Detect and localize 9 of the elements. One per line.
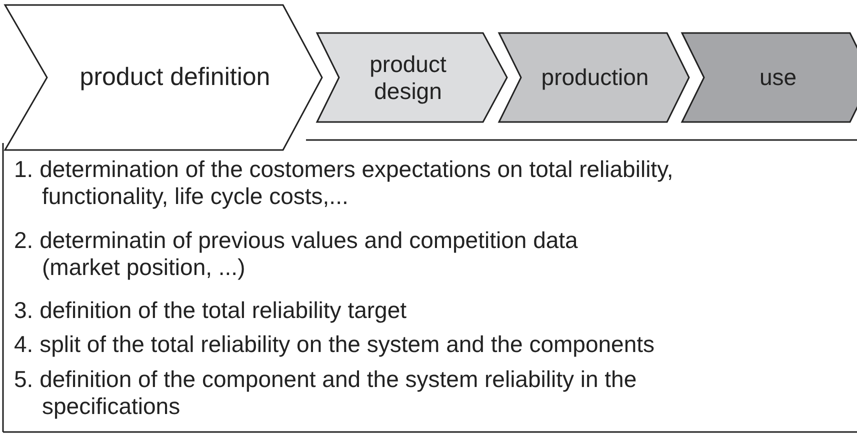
list-item: 2. determinatin of previous values and competition data (market position, ...)	[14, 227, 579, 281]
process-step: use	[682, 33, 857, 122]
list-item: 5. definition of the component and the system reliability in the specifications	[14, 366, 638, 420]
process-step: product definition	[5, 5, 322, 150]
list-item: 3. definition of the total reliability target	[14, 297, 408, 324]
process-step: product design	[317, 33, 507, 122]
list-item: 1. determination of the costomers expectations on total reliability, functionality, life cycle costs,...	[14, 156, 674, 210]
process-step: production	[499, 33, 689, 122]
list-item: 4. split of the total reliability on the system and the components	[14, 331, 656, 358]
